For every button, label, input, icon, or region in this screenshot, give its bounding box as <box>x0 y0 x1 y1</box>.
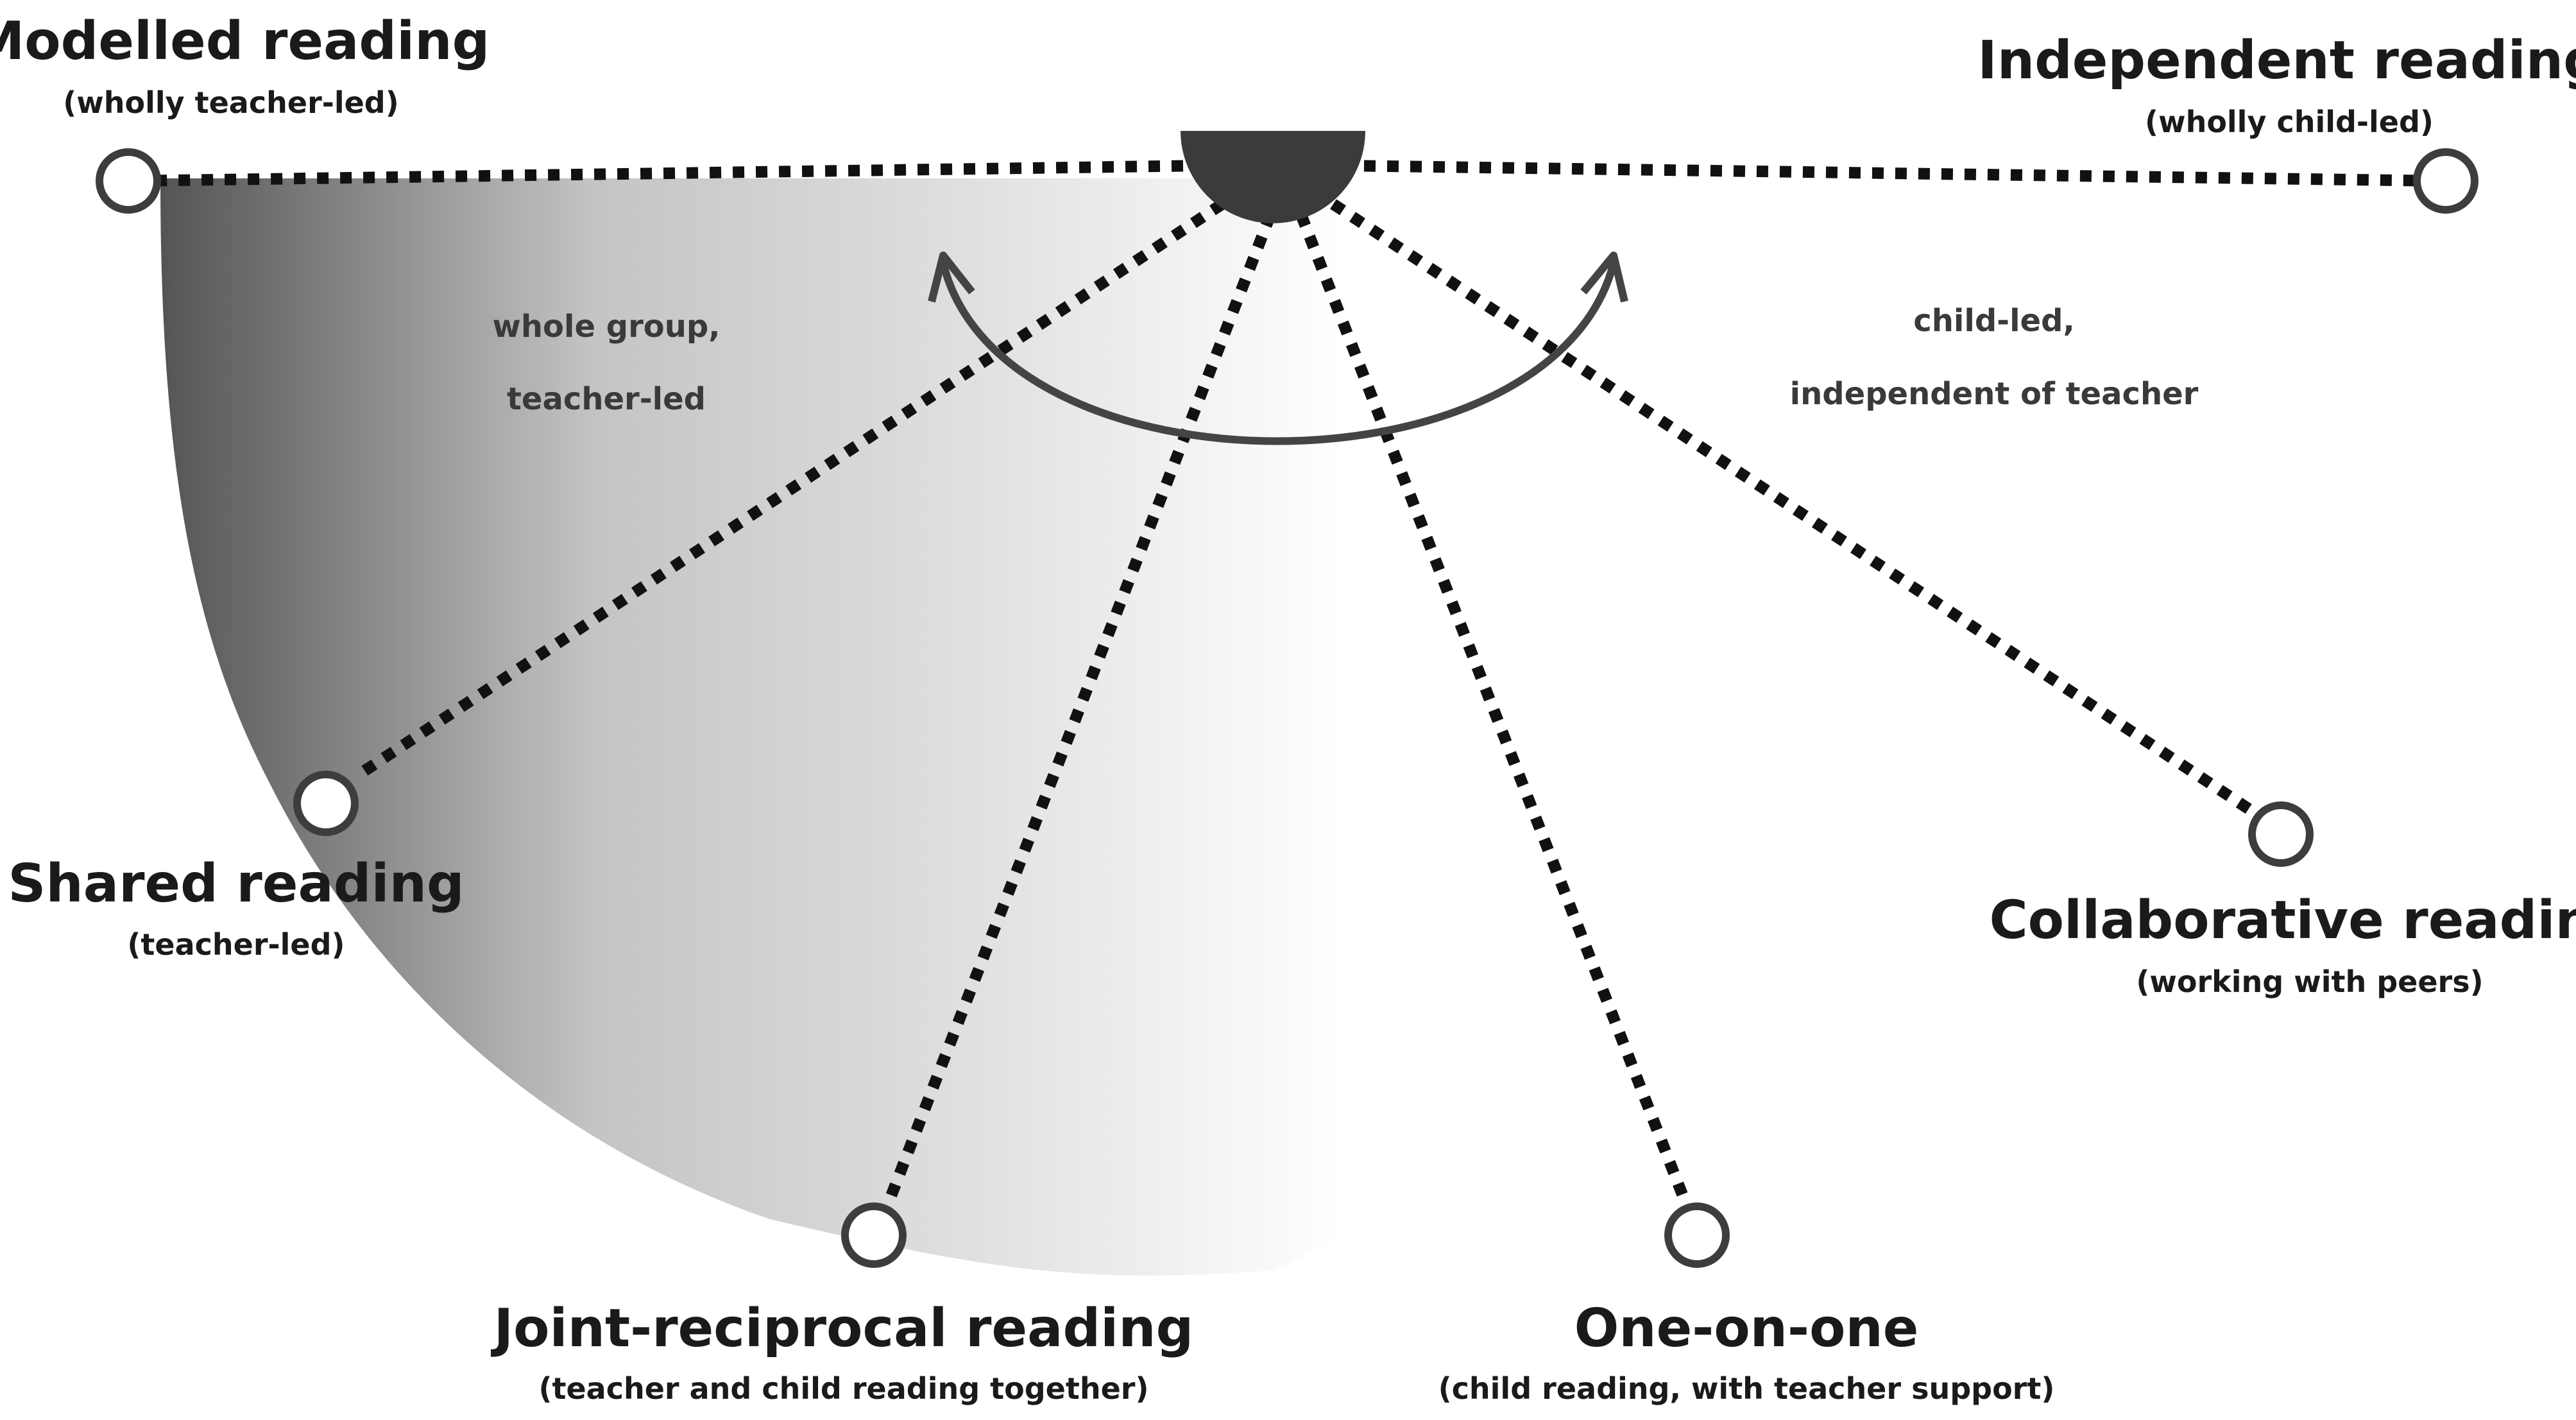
independent-node-icon <box>2413 148 2478 214</box>
right-note-line2: independent of teacher <box>1790 376 2199 412</box>
modelled-node-icon <box>96 148 161 214</box>
shared-subtitle: (teacher-led) <box>127 927 345 962</box>
joint-node-icon <box>841 1202 907 1268</box>
left-note-line1: whole group, <box>493 309 721 345</box>
joint-title: Joint-reciprocal reading <box>491 1298 1194 1359</box>
line-to-modelled <box>128 160 1207 187</box>
line-to-oneonone <box>1295 212 1693 1210</box>
modelled-subtitle: (wholly teacher-led) <box>63 85 399 120</box>
line-to-shared <box>355 199 1225 780</box>
gradient-fan-sector <box>160 178 1604 1276</box>
left-note-line2: teacher-led <box>507 381 706 417</box>
line-to-collaborative <box>1330 199 2263 821</box>
modelled-title: Modelled reading <box>0 11 490 72</box>
double-headed-curved-arrow-icon <box>928 252 1628 445</box>
oneonone-subtitle: (child reading, with teacher support) <box>1438 1371 2055 1406</box>
collaborative-node-icon <box>2248 801 2314 867</box>
independent-subtitle: (wholly child-led) <box>2145 105 2434 139</box>
connector-lines <box>128 160 2444 1217</box>
shared-node-icon <box>293 771 359 836</box>
collaborative-subtitle: (working with peers) <box>2136 964 2483 999</box>
oneonone-node-icon <box>1664 1202 1730 1268</box>
joint-subtitle: (teacher and child reading together) <box>538 1371 1148 1406</box>
line-to-joint <box>878 212 1276 1217</box>
collaborative-title: Collaborative reading <box>1989 890 2576 951</box>
half-circle-hub-icon <box>1181 131 1365 223</box>
independent-title: Independent reading <box>1977 30 2576 91</box>
oneonone-title: One-on-one <box>1574 1298 1919 1359</box>
shared-title: Shared reading <box>8 853 464 914</box>
right-note-line1: child-led, <box>1913 303 2074 339</box>
